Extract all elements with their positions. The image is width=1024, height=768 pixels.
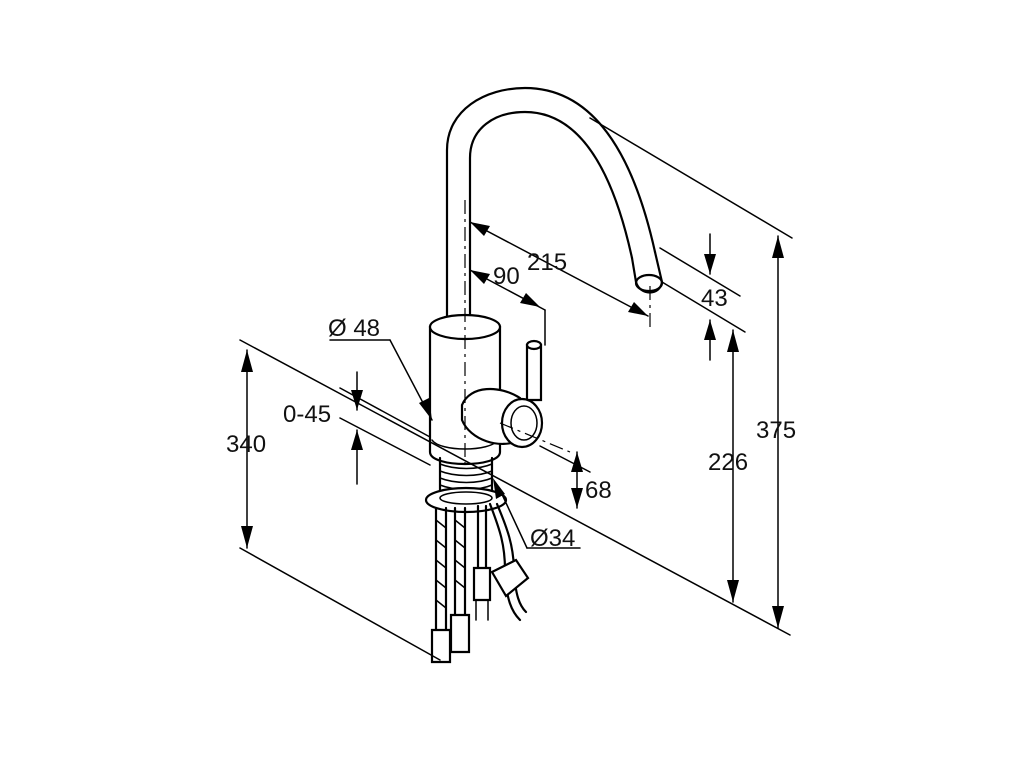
hose-fitting-left — [430, 628, 452, 664]
spout-outline-outer — [445, 86, 657, 327]
dim-diameter-48: Ø 48 — [328, 315, 380, 342]
hose-weight — [490, 558, 530, 598]
hose-fitting-middle — [449, 613, 471, 654]
handle-cap-inner — [510, 405, 538, 441]
mounting-flange-hole — [439, 491, 493, 505]
dim-226: 226 — [708, 449, 748, 476]
dim-340: 340 — [226, 431, 266, 458]
handle-cap — [500, 397, 544, 449]
dim-90: 90 — [493, 263, 520, 290]
dimension-labels: 215 90 43 Ø 48 0-45 340 226 375 68 Ø34 — [226, 249, 796, 552]
hose-fitting-right — [472, 566, 492, 602]
dimension-arrows — [241, 222, 784, 629]
dim-43: 43 — [701, 285, 728, 312]
lever-tip — [525, 339, 543, 351]
dim-0-45: 0-45 — [283, 401, 331, 428]
spout-outlet — [634, 273, 664, 293]
lever-stem — [525, 343, 543, 402]
dim-215: 215 — [527, 249, 567, 276]
faucet — [424, 86, 664, 664]
center-lines — [464, 200, 651, 470]
spout-outline-inner — [468, 110, 634, 327]
dim-375: 375 — [756, 417, 796, 444]
dim-diameter-34: Ø34 — [530, 525, 575, 552]
dim-68: 68 — [585, 477, 612, 504]
